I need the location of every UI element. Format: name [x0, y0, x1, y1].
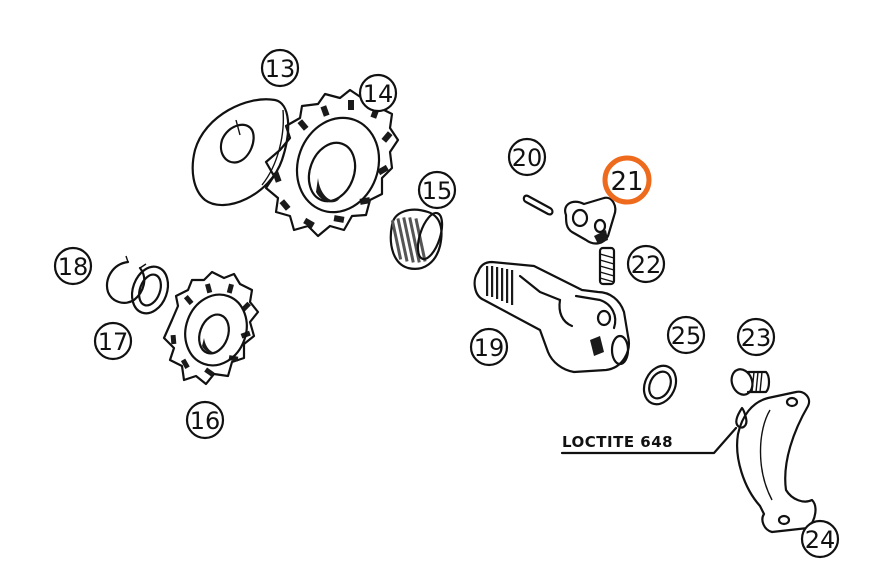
callout-23-number: 23 [741, 324, 772, 352]
washer-icon [130, 265, 170, 315]
callout-22-number: 22 [631, 251, 662, 279]
loctite-callout: LOCTITE 648 [560, 426, 738, 455]
shim-icon [642, 364, 678, 406]
ratchet-pawl-icon [564, 196, 617, 245]
callout-23: 23 [736, 317, 776, 357]
callout-17-number: 17 [98, 328, 129, 356]
loctite-label: LOCTITE 648 [562, 433, 673, 451]
callout-18: 18 [53, 246, 93, 286]
screw-icon [730, 368, 771, 396]
callout-25-number: 25 [671, 322, 702, 350]
thrust-washer-icon [191, 98, 290, 206]
callout-25: 25 [666, 315, 706, 355]
callout-20-number: 20 [512, 144, 543, 172]
callout-14-number: 14 [363, 80, 394, 108]
callout-15: 15 [417, 170, 457, 210]
callout-22: 22 [626, 244, 666, 284]
kickstart-shaft-icon [473, 260, 630, 374]
callout-16: 16 [185, 400, 225, 440]
spring-icon [598, 246, 616, 286]
callout-17: 17 [93, 321, 133, 361]
callout-24: 24 [800, 519, 840, 559]
callout-19: 19 [469, 327, 509, 367]
callout-21-number: 21 [610, 167, 643, 197]
callout-21-highlighted: 21 [602, 155, 652, 205]
callout-15-number: 15 [422, 177, 453, 205]
circlip-icon [105, 255, 147, 304]
needle-bearing-icon [389, 208, 444, 270]
large-gear-icon [264, 88, 400, 238]
loctite-droplet-icon [735, 406, 748, 429]
callout-16-number: 16 [190, 407, 221, 435]
callout-13: 13 [260, 48, 300, 88]
callout-18-number: 18 [58, 253, 89, 281]
small-gear-icon [162, 270, 260, 386]
highlight-ring [602, 155, 652, 205]
pin-icon [522, 194, 554, 216]
callout-20: 20 [507, 137, 547, 177]
callout-14: 14 [358, 73, 398, 113]
callout-19-number: 19 [474, 334, 505, 362]
guide-plate-icon [736, 390, 817, 534]
callout-24-number: 24 [805, 526, 836, 554]
callout-13-number: 13 [265, 55, 296, 83]
